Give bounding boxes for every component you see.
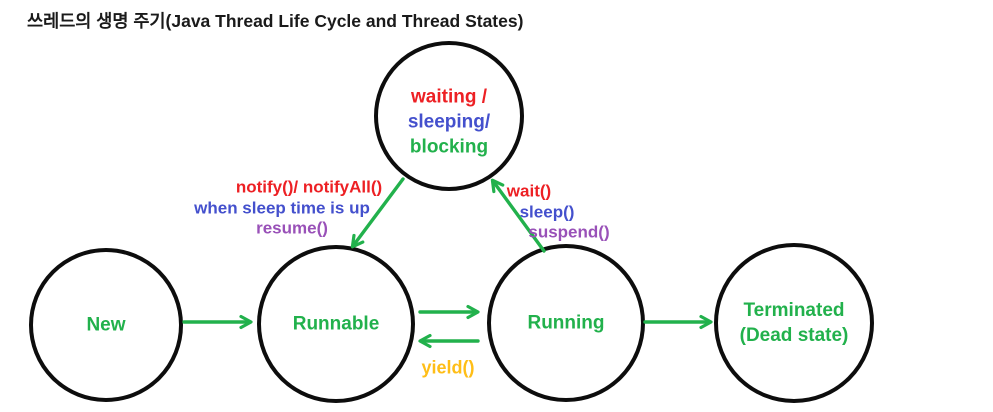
arrow-waiting-to-runnable: [350, 177, 405, 249]
running-state-circle: [487, 244, 645, 402]
waiting-state-circle: [374, 41, 524, 191]
terminated-line: Terminated: [743, 300, 845, 321]
dead-state-line: (Dead state): [739, 325, 849, 346]
new-state-label: New: [86, 314, 126, 336]
notify-label: notify()/ notifyAll(): [235, 177, 383, 197]
waiting-state-label: waiting / sleeping/ blocking: [408, 85, 490, 160]
wait-label: wait(): [506, 181, 552, 201]
suspend-label: suspend(): [528, 222, 610, 242]
arrow-running-to-waiting: [490, 178, 546, 253]
terminated-state-label: Terminated (Dead state): [740, 298, 849, 348]
new-state-circle: [29, 248, 183, 402]
runnable-state-label: Runnable: [292, 313, 380, 335]
running-state-label: Running: [527, 312, 605, 334]
blocking-line: blocking: [409, 136, 489, 158]
sleep-label: sleep(): [519, 202, 575, 222]
runnable-state-circle: [257, 245, 415, 403]
resume-label: resume(): [256, 218, 328, 238]
yield-label: yield(): [421, 357, 475, 378]
page-title: 쓰레드의 생명 주기(Java Thread Life Cycle and Th…: [27, 11, 524, 31]
terminated-state-circle: [714, 243, 874, 403]
sleeping-line: sleeping/: [407, 111, 491, 133]
sleep-time-label: when sleep time is up: [194, 198, 370, 218]
waiting-line: waiting /: [410, 86, 487, 108]
